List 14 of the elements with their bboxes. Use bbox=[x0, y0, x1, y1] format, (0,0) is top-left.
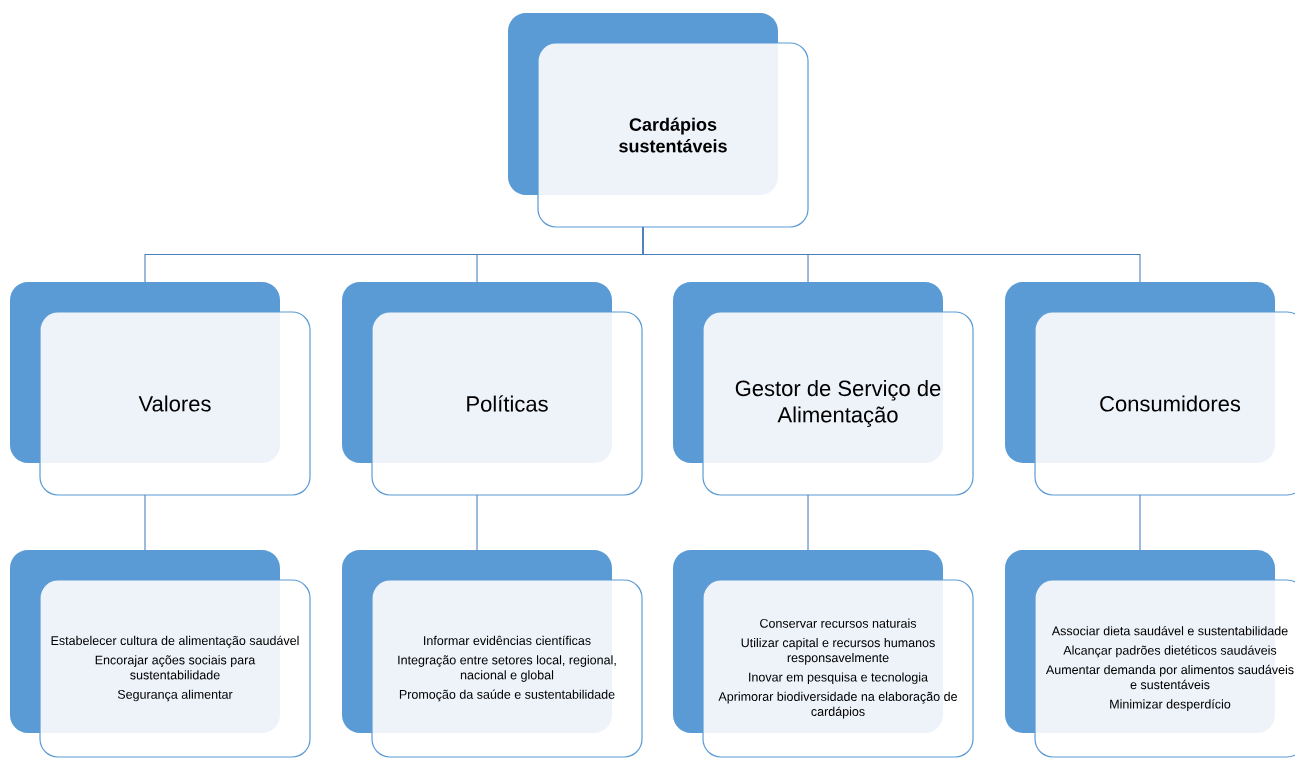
connector-line bbox=[144, 494, 146, 551]
card-box: Associar dieta saudável e sustentabilidade Alcançar padrões dietéticos saudáveis Aumentar demanda por alimentos saudáveis e sustentáveis Minimizar desperdício bbox=[1005, 550, 1295, 758]
connector-line bbox=[807, 494, 809, 551]
card-box: Cardápios sustentáveis bbox=[508, 13, 809, 228]
connector-line bbox=[642, 226, 1141, 283]
card-box: Conservar recursos naturais Utilizar capital e recursos humanos responsavelmente Inovar em pesquisa e tecnologia Aprimorar biodiversidade na elaboração de cardápios bbox=[673, 550, 974, 758]
card-box: Valores bbox=[10, 282, 311, 496]
card-box: Políticas bbox=[342, 282, 643, 496]
connector-line bbox=[476, 494, 478, 551]
card-box: Gestor de Serviço de Alimentação bbox=[673, 282, 974, 496]
card-box: Consumidores bbox=[1005, 282, 1295, 496]
card-box: Estabelecer cultura de alimentação saudável Encorajar ações sociais para sustentabilidade Segurança alimentar bbox=[10, 550, 311, 758]
card-box: Informar evidências científicas Integração entre setores local, regional, nacional e global Promoção da saúde e sustentabilidade bbox=[342, 550, 643, 758]
connector-line bbox=[1139, 494, 1141, 551]
